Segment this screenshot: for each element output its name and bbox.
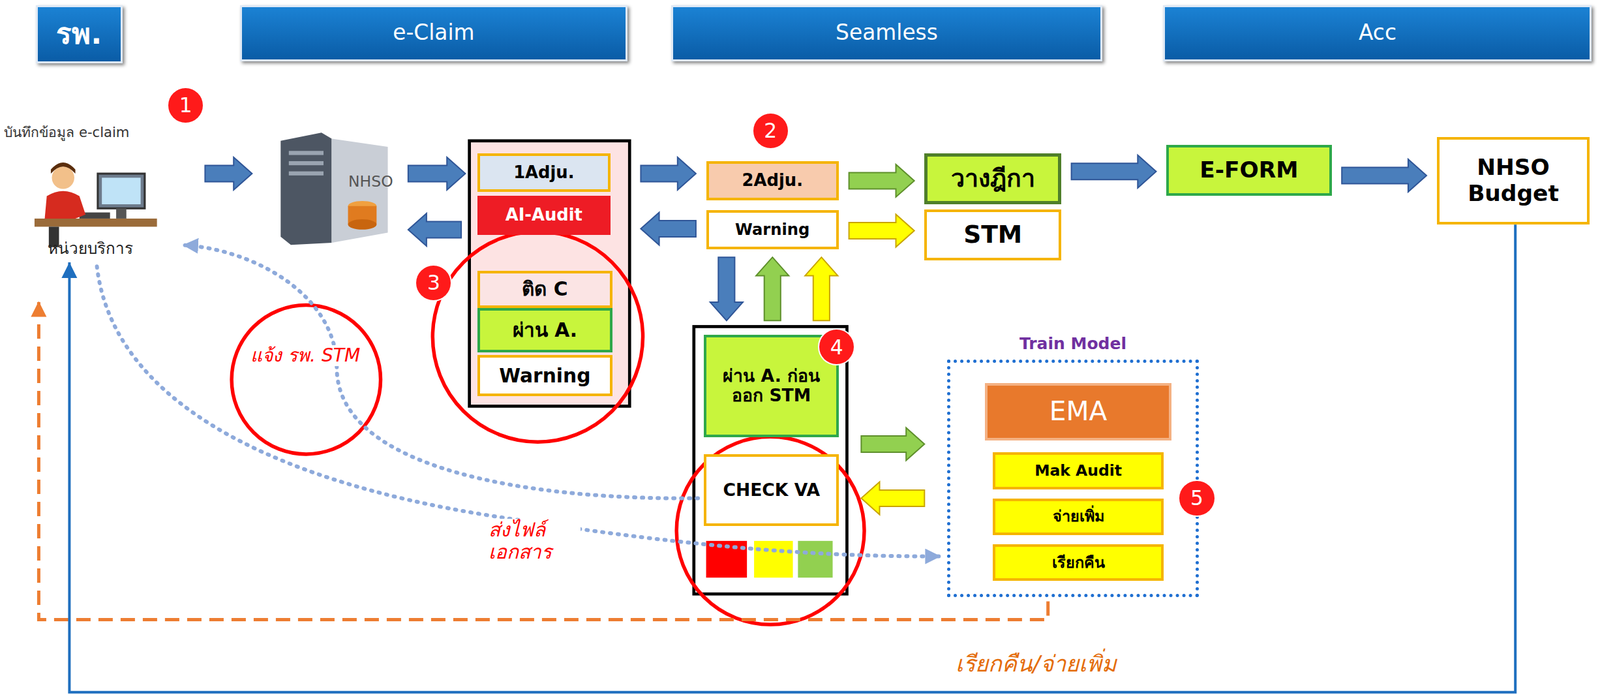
process-box: จ่ายเพิ่ม xyxy=(992,498,1163,535)
connector xyxy=(182,245,698,499)
model-group: Train ModelEMAMak Auditจ่ายเพิ่มเรียกคืน xyxy=(947,359,1199,598)
connector xyxy=(408,213,462,246)
node-text: ผ่าน A. xyxy=(512,318,578,342)
node-text: Mak Audit xyxy=(1034,461,1122,480)
header-band: e-Claim xyxy=(240,5,628,62)
header-band: รพ. xyxy=(35,5,123,64)
model-box: EMA xyxy=(984,382,1172,441)
connector xyxy=(1071,155,1157,188)
process-box: 2Adju. xyxy=(706,161,839,200)
connector xyxy=(1341,159,1427,192)
check-container xyxy=(694,326,848,594)
status-box: ติด C xyxy=(477,270,613,309)
connector xyxy=(408,157,466,190)
connector xyxy=(204,157,252,190)
node-text: บันทึกข้อมูล e-claim xyxy=(3,124,130,141)
process-box: 1Adju. xyxy=(477,153,610,192)
annotation: ส่งไฟล์ เอกสาร xyxy=(485,518,582,563)
connector xyxy=(860,427,925,461)
callout-number: 5 xyxy=(1179,480,1214,516)
node-text: AI-Audit xyxy=(505,205,583,226)
status-square xyxy=(797,540,833,578)
annotation: เรียกคืน/จ่ายเพิ่ม xyxy=(952,650,1120,678)
node-text: จ่ายเพิ่ม xyxy=(1052,507,1105,526)
process-box: วางฎีกา xyxy=(924,153,1062,205)
connector xyxy=(69,224,1516,692)
process-box: CHECK VA xyxy=(703,453,839,526)
connector xyxy=(804,256,838,321)
highlight-circle xyxy=(676,436,865,625)
status-box: ผ่าน A. ก่อนออก STM xyxy=(703,334,839,437)
node-text: NHSO xyxy=(348,172,394,191)
service-unit: บันทึกข้อมูล e-claim หน่วยบริการ xyxy=(3,124,177,261)
process-box: E-FORM xyxy=(1166,144,1332,196)
node-text: เรียกคืน xyxy=(1052,553,1105,572)
status-box: Warning xyxy=(706,210,839,249)
adjudication-container xyxy=(469,140,631,407)
callout-number: 3 xyxy=(416,265,451,301)
node-text: Train Model xyxy=(950,334,1196,354)
node-text: NHSO Budget xyxy=(1453,154,1574,207)
connector xyxy=(849,164,915,197)
header-band: Seamless xyxy=(671,5,1102,62)
connector xyxy=(640,157,696,190)
node-text: EMA xyxy=(1049,395,1108,427)
node-text: 2Adju. xyxy=(742,170,803,191)
node-text: วางฎีกา xyxy=(950,164,1036,193)
connector xyxy=(849,214,915,248)
connector xyxy=(710,256,743,321)
node-text: Warning xyxy=(498,364,591,387)
highlight-circle xyxy=(432,231,643,442)
callout-number: 4 xyxy=(819,329,854,364)
node-text: หน่วยบริการ xyxy=(3,239,177,258)
connector xyxy=(97,266,942,556)
annotation: แจ้ง รพ. STM xyxy=(247,345,363,366)
node-text: STM xyxy=(963,220,1023,249)
connector xyxy=(755,256,789,321)
process-box: AI-Audit xyxy=(477,195,610,235)
status-box: ผ่าน A. xyxy=(477,307,613,352)
node-text: ติด C xyxy=(521,277,568,301)
status-box: Warning xyxy=(477,354,613,396)
node-text: E-FORM xyxy=(1199,157,1299,184)
connector xyxy=(860,481,925,514)
node-text: e-Claim xyxy=(392,20,475,46)
node-text: Acc xyxy=(1358,20,1397,46)
connector xyxy=(640,211,696,245)
node-text: ผ่าน A. ก่อนออก STM xyxy=(722,365,821,406)
server: NHSO xyxy=(260,130,398,248)
process-box: STM xyxy=(924,209,1062,261)
highlight-circle xyxy=(231,305,381,454)
node-text: รพ. xyxy=(56,17,102,51)
header-band: Acc xyxy=(1162,5,1592,62)
status-square xyxy=(754,540,793,578)
callout-number: 2 xyxy=(753,113,788,149)
node-text: CHECK VA xyxy=(722,480,820,501)
process-box: Mak Audit xyxy=(992,452,1163,489)
process-box: เรียกคืน xyxy=(992,543,1163,581)
process-box: NHSO Budget xyxy=(1436,136,1591,226)
node-text: Seamless xyxy=(835,20,938,46)
connector xyxy=(38,301,1048,620)
node-text: 1Adju. xyxy=(513,163,574,183)
node-text: Warning xyxy=(735,220,810,239)
callout-number: 1 xyxy=(168,88,203,123)
